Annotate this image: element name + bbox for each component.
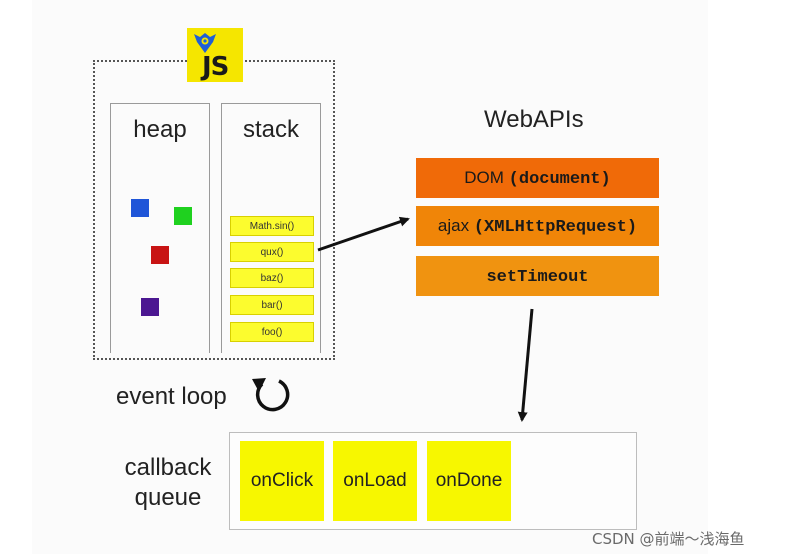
watermark: CSDN @前端～浅海鱼 — [592, 530, 745, 548]
webapis-title: WebAPIs — [484, 106, 584, 133]
stack-title: stack — [242, 116, 299, 143]
heap-panel: heap — [110, 103, 210, 353]
loop-arrow-icon — [252, 378, 290, 412]
stack-frame: Math.sin() — [230, 216, 314, 236]
heap-title: heap — [133, 116, 187, 143]
stack-panel: stack — [221, 103, 321, 353]
webapi-settimeout: setTimeout — [416, 256, 659, 296]
stack-frame: qux() — [230, 242, 314, 262]
webapi-dom-arg: (document) — [508, 170, 611, 189]
heap-object-red — [151, 246, 169, 264]
stack-frame: bar() — [230, 295, 314, 315]
webapi-dom-prefix: DOM — [464, 168, 509, 187]
callback-onload: onLoad — [333, 441, 417, 521]
arrow-stack-to-webapis — [317, 216, 410, 252]
callback-queue-label-line1: callback — [124, 454, 212, 481]
webapi-ajax: ajax (XMLHttpRequest) — [416, 206, 659, 246]
js-logo-text: JS — [202, 52, 229, 82]
webapi-ajax-prefix: ajax — [437, 216, 474, 235]
js-logo: JS — [187, 28, 243, 82]
callback-queue-label: callback queue — [112, 453, 224, 513]
stack-frame: foo() — [230, 322, 314, 342]
heap-object-green — [174, 207, 192, 225]
webapi-settimeout-label: setTimeout — [486, 268, 589, 287]
stack-frame: baz() — [230, 268, 314, 288]
heap-object-purple — [141, 298, 159, 316]
callback-onclick: onClick — [240, 441, 324, 521]
heap-object-blue — [131, 199, 149, 217]
arrow-webapis-to-queue — [517, 308, 534, 422]
webapi-dom: DOM (document) — [416, 158, 659, 198]
gear-shield-icon — [194, 33, 216, 53]
callback-queue-label-line2: queue — [134, 484, 202, 511]
callback-ondone: onDone — [427, 441, 511, 521]
webapi-ajax-arg: (XMLHttpRequest) — [473, 218, 638, 237]
event-loop-label: event loop — [116, 383, 227, 410]
